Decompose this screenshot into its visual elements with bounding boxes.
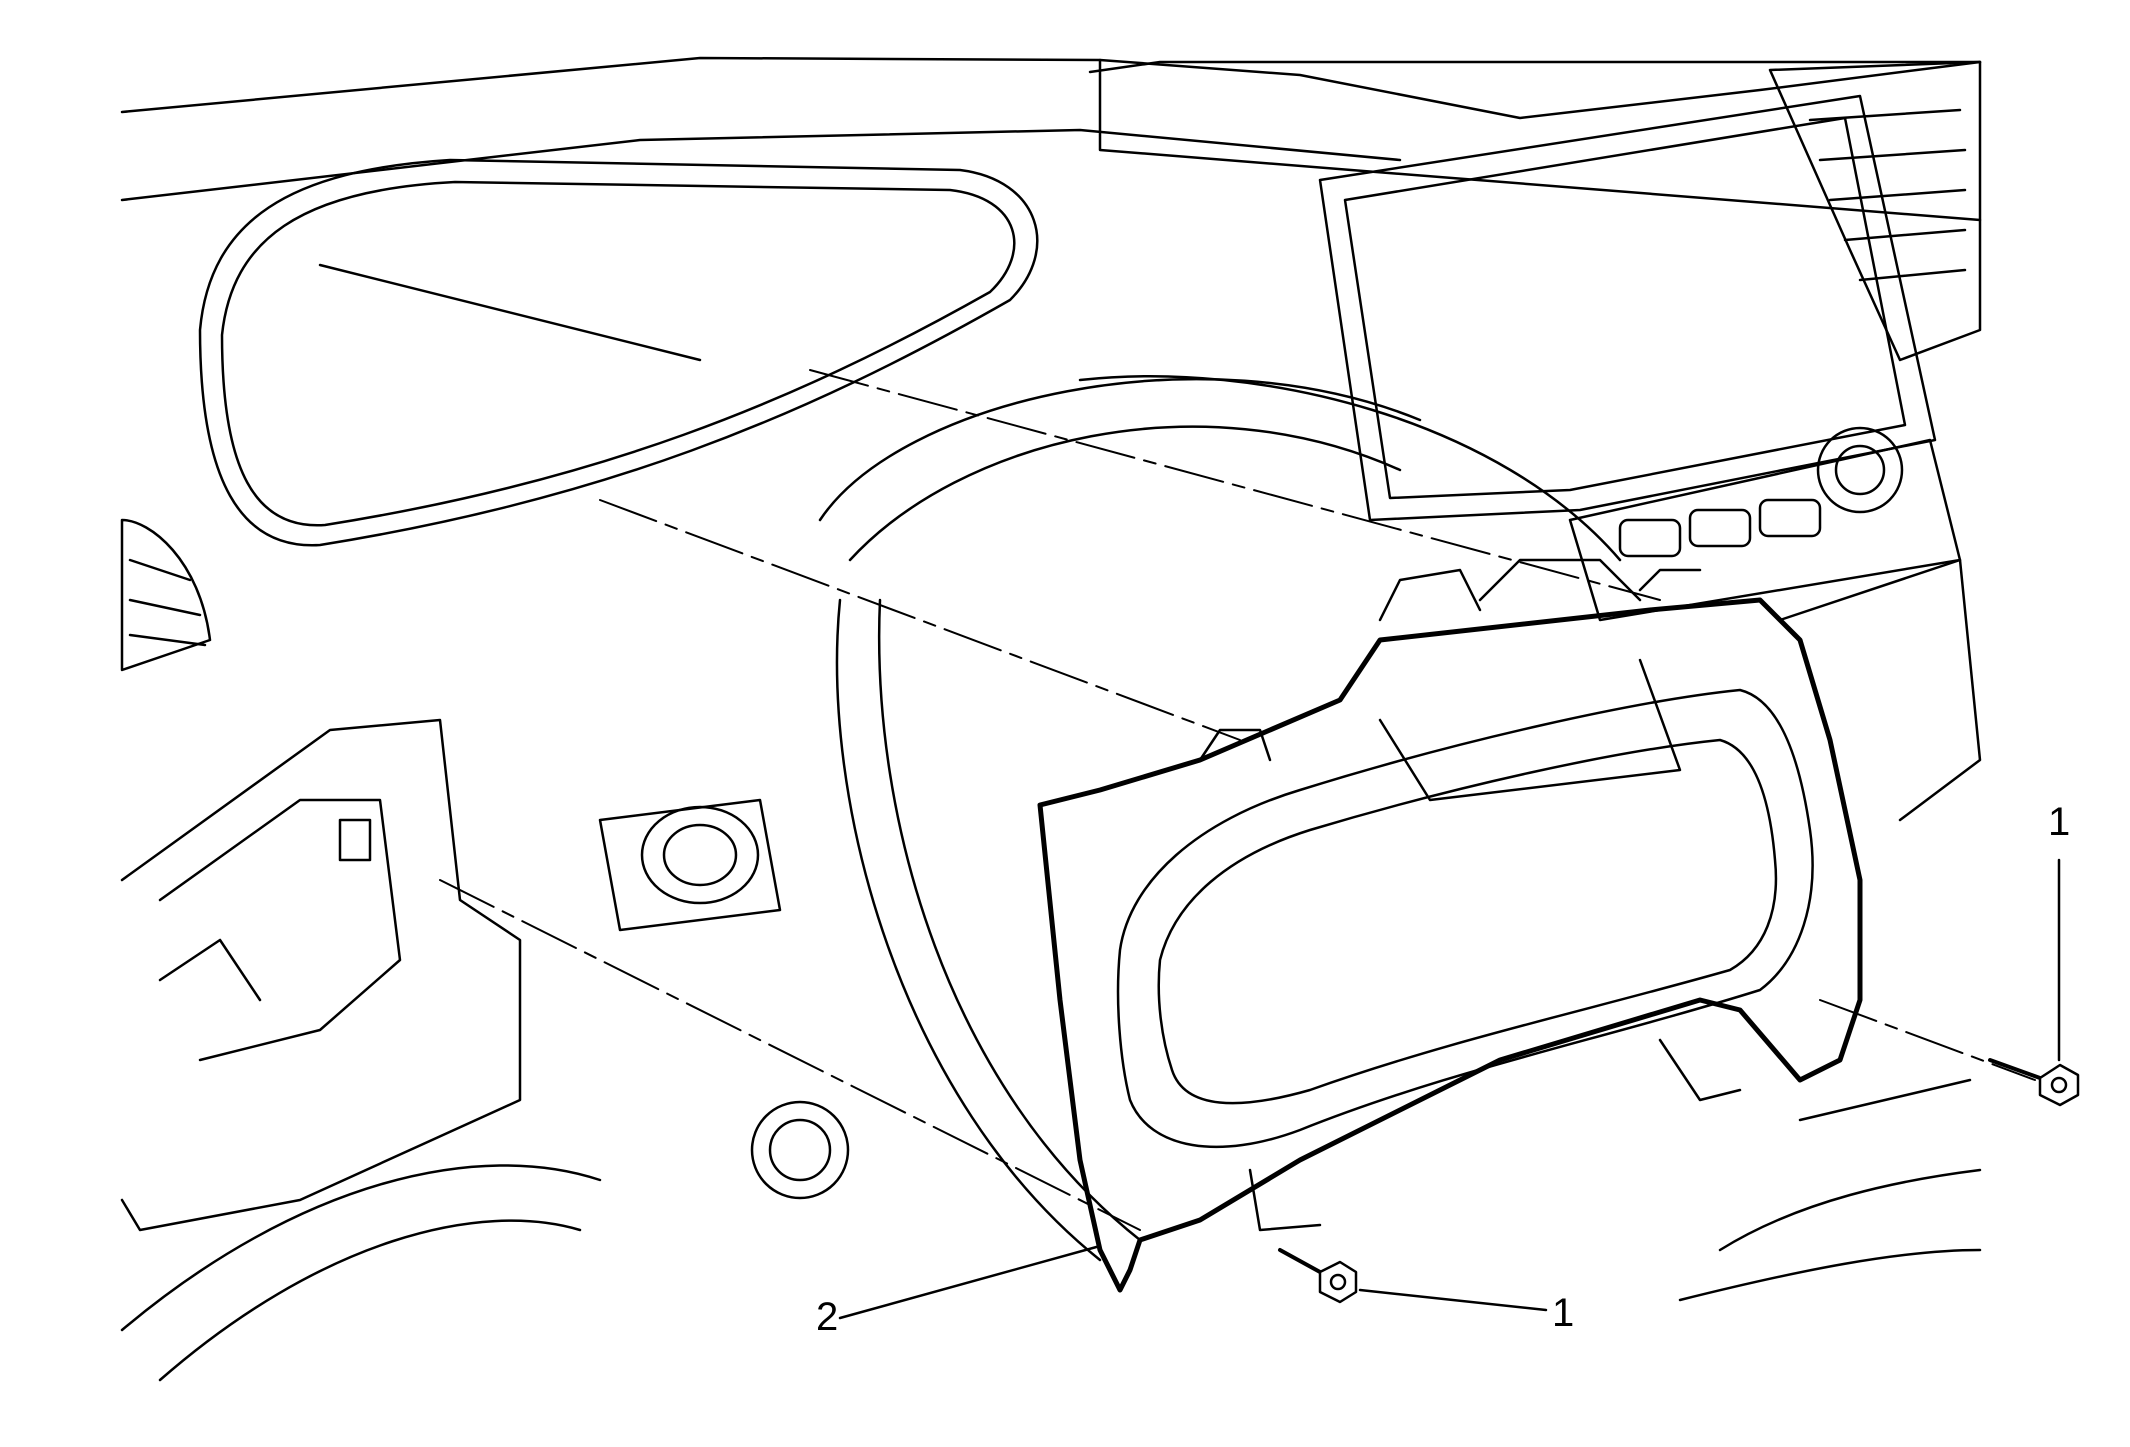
leader-line-1-bottom: [1358, 1288, 1548, 1312]
dash-top-cover: [198, 158, 1039, 547]
right-air-vent: [1768, 60, 1982, 362]
leader-line-2: [838, 1244, 1102, 1320]
center-display: [1318, 94, 1937, 522]
dashboard-outline: [120, 56, 1982, 222]
leader-lines: [838, 858, 2061, 1320]
cluster-top-connectors: [1198, 558, 1702, 762]
steering-column: [598, 375, 1622, 1262]
callout-1-bottom: 1: [1552, 1291, 1574, 1335]
alignment-lines: [439, 369, 2036, 1231]
left-dash-structure: [120, 718, 602, 1382]
fastener-right: [1988, 1058, 2080, 1107]
fastener-bottom: [1278, 1248, 1358, 1304]
callout-2: 2: [816, 1295, 838, 1339]
callout-1-right: 1: [2048, 800, 2070, 844]
instrument-cluster: [1037, 597, 1863, 1293]
left-air-vent: [120, 518, 212, 672]
instrument-cluster-bezel: [1116, 658, 1814, 1232]
right-console: [1678, 558, 1982, 1302]
